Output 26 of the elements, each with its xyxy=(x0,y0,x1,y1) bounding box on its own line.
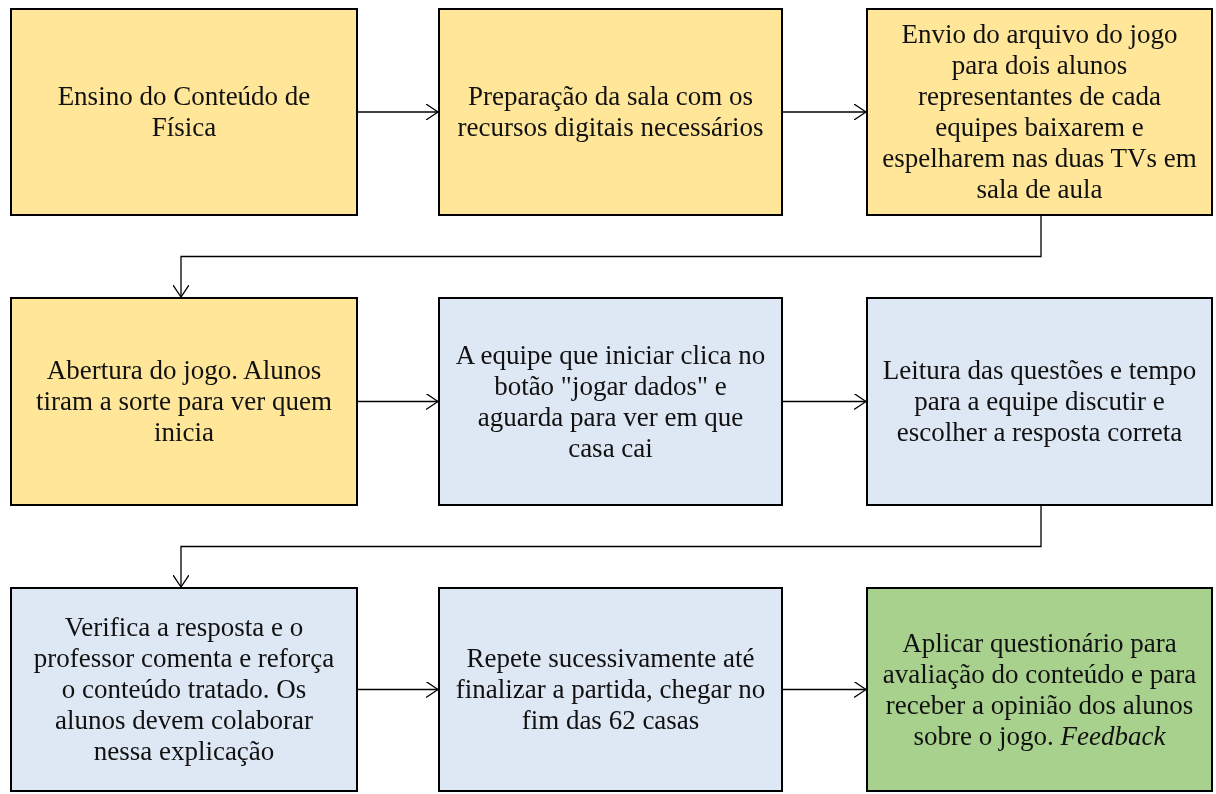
arrow xyxy=(782,680,867,699)
step-text: Verifica a resposta e o professor comenta e reforça o conteúdo tratado. Os alunos devem colaborar nessa explicação xyxy=(32,612,336,767)
step-text: Envio do arquivo do jogo para dois alunos representantes de cada equipes baixarem e espelharem nas duas TVs em sala de aula xyxy=(882,19,1197,205)
process-box xyxy=(10,8,358,216)
arrow xyxy=(782,392,867,411)
step-text: Preparação da sala com os recursos digitais necessários xyxy=(456,81,765,143)
step-text: A equipe que iniciar clica no botão "jogar dados" e aguarda para ver em que casa cai xyxy=(454,339,767,464)
process-box xyxy=(866,297,1213,506)
process-box xyxy=(10,297,358,506)
process-box xyxy=(438,8,783,216)
arrow xyxy=(172,505,1042,588)
step-text: Repete sucessivamente até finalizar a partida, chegar no fim das 62 casas xyxy=(454,643,767,736)
process-box xyxy=(10,587,358,792)
arrow xyxy=(782,103,867,121)
process-box xyxy=(866,8,1213,216)
step-text: Ensino do Conteúdo de Física xyxy=(56,81,312,143)
arrow xyxy=(357,680,439,699)
process-box xyxy=(438,587,783,792)
arrow xyxy=(172,215,1042,298)
arrow xyxy=(357,103,439,121)
arrow xyxy=(357,392,439,411)
step-text: Abertura do jogo. Alunos tiram a sorte para ver quem inicia xyxy=(34,355,334,448)
process-box xyxy=(866,587,1213,792)
step-text: Leitura das questões e tempo para a equipe discutir e escolher a resposta correta xyxy=(882,355,1197,448)
process-box xyxy=(438,297,783,506)
step-text: Aplicar questionário para avaliação do conteúdo e para receber a opinião dos alunos sobre o jogo. Feedback xyxy=(882,627,1197,752)
